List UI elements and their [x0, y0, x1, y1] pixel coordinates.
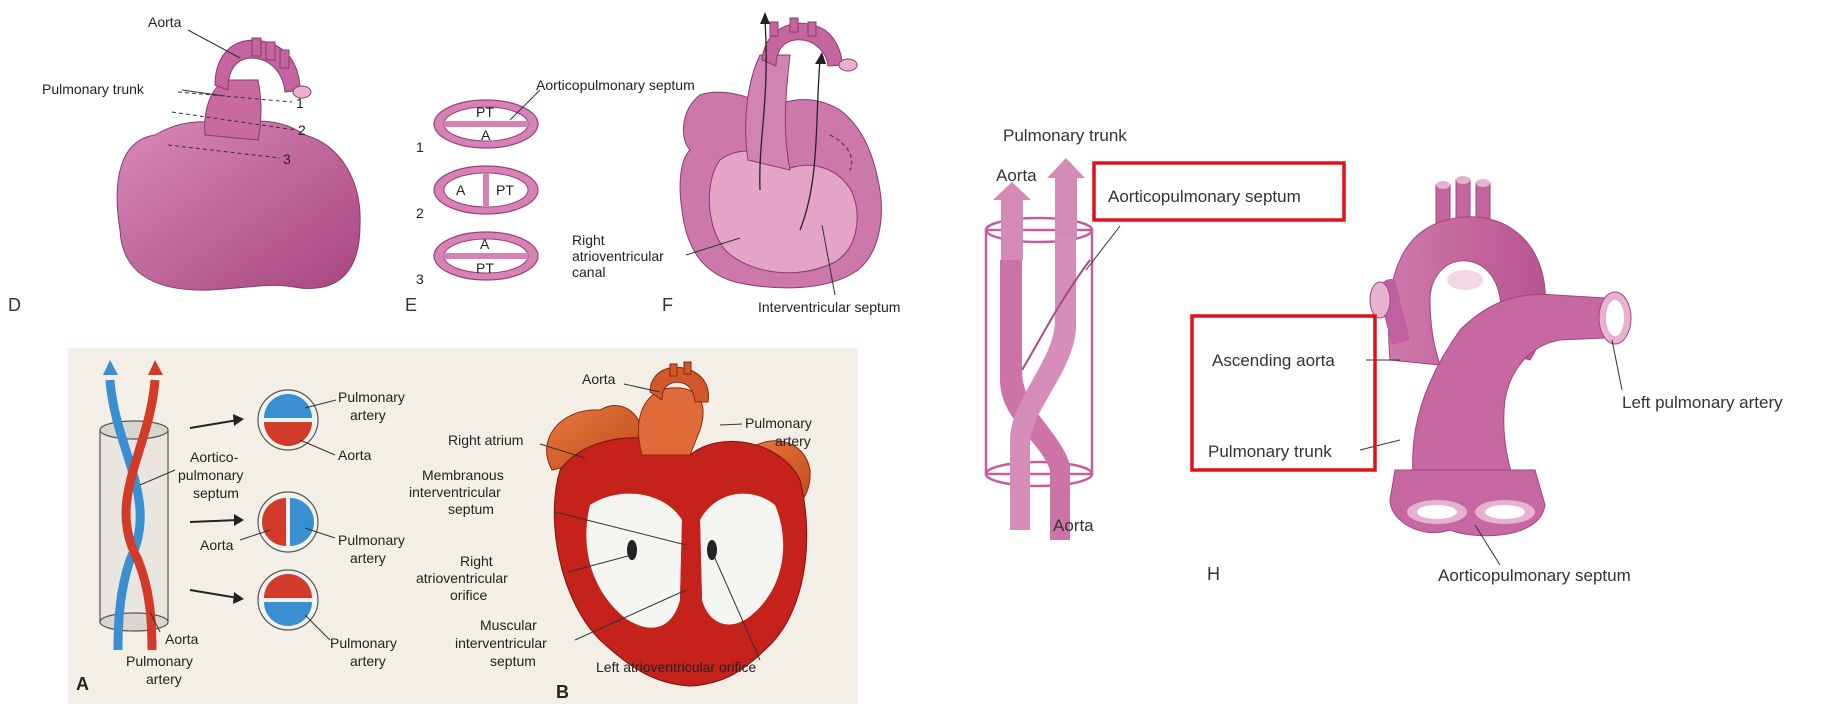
label-b-pulmonary-artery-b: artery [775, 433, 811, 449]
label-pulmonary-trunk-d: Pulmonary trunk [42, 81, 145, 97]
section-1-bottom: A [481, 127, 491, 143]
cross-section-a1 [258, 390, 318, 450]
section-2-right: PT [496, 182, 514, 198]
label-right-av-canal-2: atrioventricular [572, 248, 664, 264]
label-h-aorticopulmonary-septum-bottom: Aorticopulmonary septum [1438, 566, 1631, 585]
label-interventricular-septum-f: Interventricular septum [758, 299, 900, 315]
label-a-pulm-artery-2b: artery [350, 550, 386, 566]
section-3-top: A [480, 236, 490, 252]
section-2-left: A [456, 182, 466, 198]
label-h-aorta-bottom: Aorta [1053, 516, 1094, 535]
label-a-aorta-1: Aorta [338, 447, 372, 463]
label-b-aorta: Aorta [582, 371, 616, 387]
label-right-av-canal-3: canal [572, 264, 605, 280]
label-a-pulm-artery-3b: artery [350, 653, 386, 669]
label-a-aortico-2: pulmonary [178, 467, 243, 483]
section-3: A PT 3 [416, 232, 538, 287]
label-b-membranous-b: interventricular [409, 484, 501, 500]
label-b-membranous-c: septum [448, 501, 494, 517]
panel-d: Aorta Pulmonary trunk 1 2 3 D [8, 14, 360, 315]
cross-section-a2 [258, 492, 318, 552]
label-h-aorticopulmonary-septum-boxed: Aorticopulmonary septum [1108, 187, 1301, 206]
spiral-tube-h [986, 158, 1092, 540]
label-b-muscular-b: interventricular [455, 635, 547, 651]
label-level-2: 2 [298, 122, 306, 138]
panel-letter-b: B [556, 682, 569, 702]
panel-ab: Pulmonary artery Aorta Aortico- pulmonar… [68, 348, 858, 704]
section-1: PT A 1 [416, 100, 538, 155]
panel-e: PT A 1 A PT 2 A PT 3 Aorticopulmonary se… [405, 77, 695, 315]
label-h-aorta-top: Aorta [996, 166, 1037, 185]
label-a-pulm-artery-3a: Pulmonary [330, 635, 397, 651]
outflow-tract-f [746, 55, 790, 170]
label-h-pulmonary-trunk-boxed: Pulmonary trunk [1208, 442, 1332, 461]
label-aorta-d: Aorta [148, 14, 182, 30]
label-a-pulm-artery-2a: Pulmonary [338, 532, 405, 548]
label-h-left-pulmonary-artery: Left pulmonary artery [1622, 393, 1783, 412]
section-2-number: 2 [416, 205, 424, 221]
label-b-membranous-a: Membranous [422, 467, 504, 483]
heart-d-body [117, 121, 360, 290]
label-a-aorta-2: Aorta [200, 537, 234, 553]
label-b-right-av-c: orifice [450, 587, 488, 603]
label-aorticopulmonary-septum-e: Aorticopulmonary septum [536, 77, 695, 93]
label-level-1: 1 [296, 95, 304, 111]
section-2: A PT 2 [416, 166, 538, 221]
label-right-av-canal-1: Right [572, 232, 605, 248]
label-a-pulm-artery-1a: Pulmonary [338, 389, 405, 405]
great-vessels-h [1370, 176, 1631, 536]
label-b-muscular-a: Muscular [480, 617, 537, 633]
section-1-top: PT [476, 104, 494, 120]
panel-h: Pulmonary trunk Aorta Aorticopulmonary s… [986, 126, 1783, 585]
label-a-pulm-artery-1b: artery [350, 407, 386, 423]
outflow-tract-d [205, 80, 261, 140]
section-3-bottom: PT [476, 260, 494, 276]
label-a-pulm-bottom-a: Pulmonary [126, 653, 193, 669]
label-b-pulmonary-artery-a: Pulmonary [745, 415, 812, 431]
label-h-pulmonary-trunk-top: Pulmonary trunk [1003, 126, 1127, 145]
label-b-right-atrium: Right atrium [448, 432, 523, 448]
panel-letter-e: E [405, 295, 417, 315]
label-a-aorta-bottom: Aorta [165, 631, 199, 647]
label-h-ascending-aorta: Ascending aorta [1212, 351, 1335, 370]
panel-letter-h: H [1207, 564, 1220, 584]
panel-letter-a: A [76, 674, 89, 694]
label-a-aortico-3: septum [193, 485, 239, 501]
cross-section-a3 [258, 570, 318, 630]
panel-f: Right atrioventricular canal Interventri… [572, 12, 900, 315]
section-3-number: 3 [416, 271, 424, 287]
label-a-pulm-bottom-b: artery [146, 671, 182, 687]
label-b-right-av-b: atrioventricular [416, 570, 508, 586]
panel-letter-f: F [662, 295, 673, 315]
label-b-right-av-a: Right [460, 553, 493, 569]
section-1-number: 1 [416, 139, 424, 155]
label-b-left-av: Left atrioventricular orifice [596, 659, 757, 675]
panel-letter-d: D [8, 295, 21, 315]
label-level-3: 3 [283, 151, 291, 167]
label-a-aortico-1: Aortico- [190, 449, 239, 465]
label-b-muscular-c: septum [490, 653, 536, 669]
